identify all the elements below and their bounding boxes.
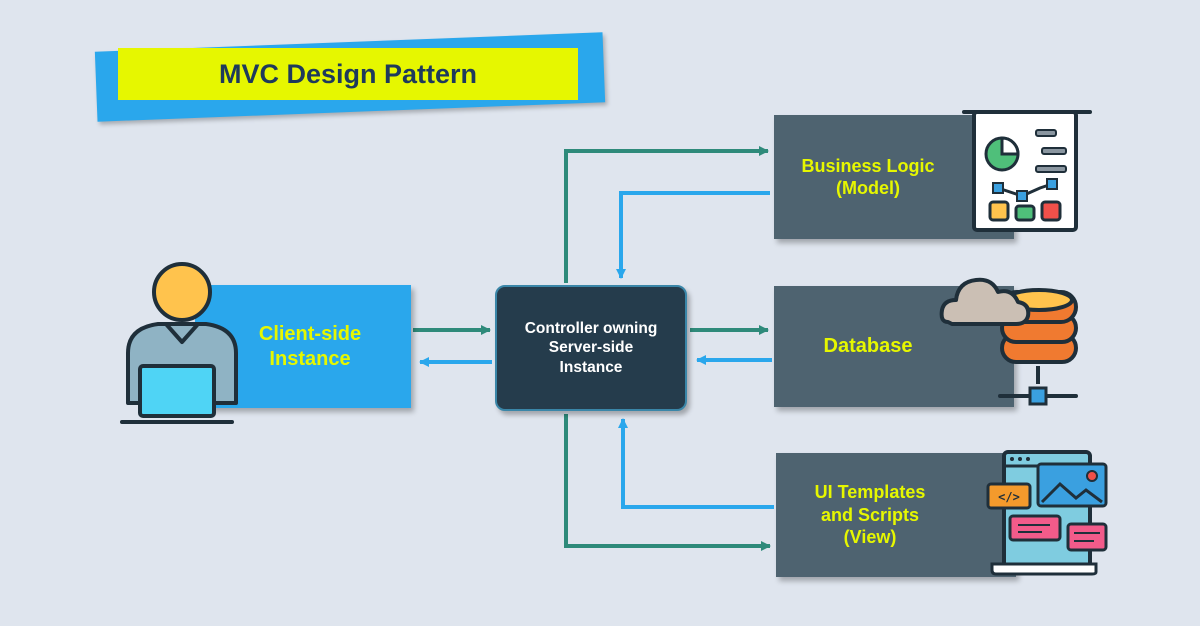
controller-label: Controller owning Server-side Instance — [524, 319, 658, 376]
page-title: MVC Design Pattern — [118, 48, 578, 100]
arrow-view-to-controller — [618, 418, 774, 509]
cloud-database-icon — [939, 277, 1078, 406]
user-laptop-icon — [120, 262, 238, 424]
controller-box: Controller owning Server-side Instance — [495, 285, 687, 411]
svg-text:</>: </> — [998, 490, 1020, 504]
view-label: UI Templates and Scripts (View) — [814, 482, 926, 548]
presentation-chart-icon — [962, 110, 1092, 232]
arrow-model-to-controller — [616, 191, 770, 279]
view-box: UI Templates and Scripts (View) — [776, 453, 1016, 577]
arrow-controller-to-view — [564, 414, 771, 551]
model-label: Business Logic (Model) — [801, 155, 935, 199]
database-label: Database — [823, 335, 913, 357]
client-label: Client-side Instance — [258, 322, 362, 370]
arrow-controller-to-model — [564, 146, 769, 283]
code-templates-icon: </> — [986, 450, 1108, 576]
